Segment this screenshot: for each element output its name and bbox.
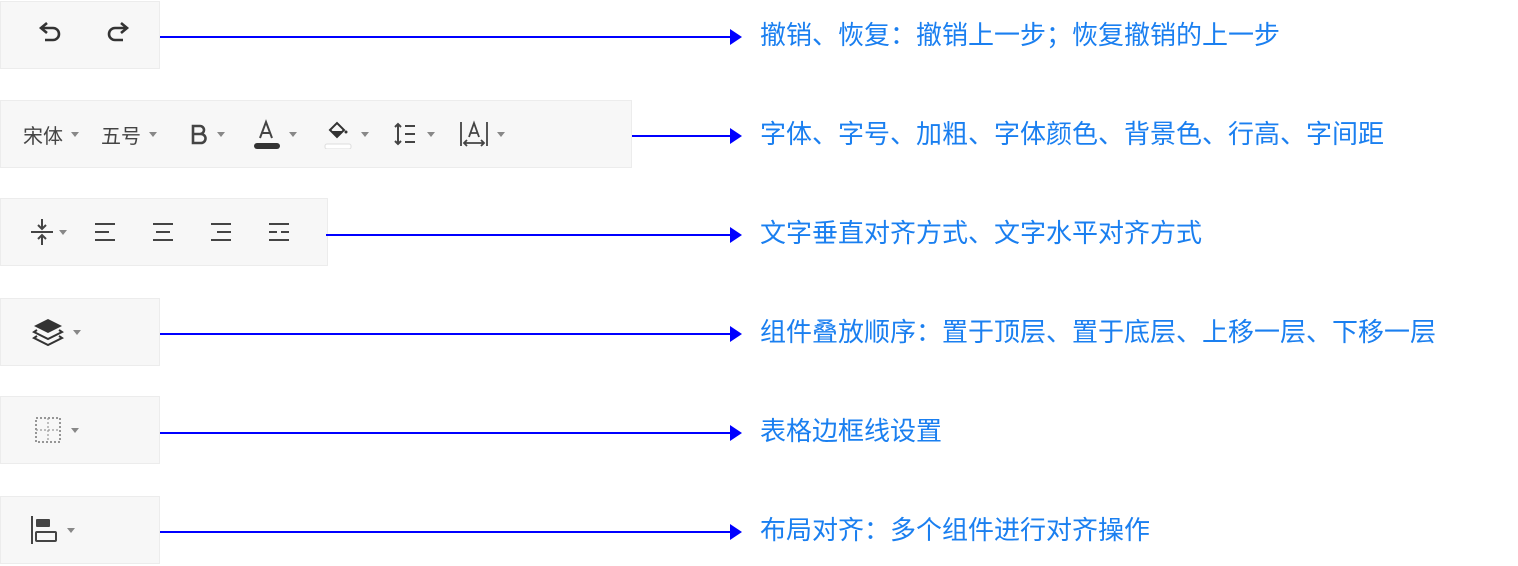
annotation-text-format: 字体、字号、加粗、字体颜色、背景色、行高、字间距 bbox=[760, 120, 1385, 150]
align-right-icon bbox=[211, 223, 231, 241]
chevron-down-icon bbox=[73, 329, 81, 335]
paint-bucket-icon bbox=[324, 121, 352, 149]
chevron-down-icon bbox=[59, 229, 67, 235]
undo-button[interactable] bbox=[27, 15, 73, 55]
line-height-button[interactable] bbox=[385, 114, 443, 154]
chevron-down-icon bbox=[149, 131, 157, 137]
bold-icon bbox=[191, 124, 207, 145]
undo-icon bbox=[38, 22, 61, 42]
chevron-down-icon bbox=[71, 427, 79, 433]
chevron-down-icon bbox=[217, 131, 225, 137]
annotation-layout-align: 布局对齐：多个组件进行对齐操作 bbox=[760, 516, 1151, 546]
arrow-head bbox=[730, 29, 742, 45]
arrow-head bbox=[730, 326, 742, 342]
align-justify-icon bbox=[269, 223, 289, 241]
align-left-layout-icon bbox=[31, 516, 57, 544]
arrow-line bbox=[160, 432, 732, 434]
chevron-down-icon bbox=[497, 131, 505, 137]
font-color-icon bbox=[254, 119, 280, 149]
arrow-line bbox=[160, 333, 732, 335]
annotation-layer-order: 组件叠放顺序：置于顶层、置于底层、上移一层、下移一层 bbox=[760, 318, 1437, 348]
font-size-value: 五号 bbox=[101, 123, 141, 148]
undo-redo-toolbar bbox=[0, 1, 160, 69]
align-center-button[interactable] bbox=[143, 212, 183, 252]
arrow-line bbox=[326, 234, 732, 236]
table-border-icon bbox=[35, 417, 61, 443]
arrow-line bbox=[160, 36, 732, 38]
bold-button[interactable] bbox=[181, 114, 233, 154]
align-left-icon bbox=[95, 223, 115, 241]
arrow-head bbox=[730, 425, 742, 441]
align-center-icon bbox=[153, 223, 173, 241]
redo-icon bbox=[107, 22, 130, 42]
align-right-button[interactable] bbox=[201, 212, 241, 252]
vertical-align-button[interactable] bbox=[21, 212, 75, 252]
letter-spacing-icon bbox=[460, 120, 488, 147]
text-align-toolbar bbox=[0, 198, 328, 266]
font-family-value: 宋体 bbox=[23, 123, 63, 148]
layer-order-toolbar bbox=[0, 298, 160, 366]
layout-align-button[interactable] bbox=[21, 510, 83, 550]
arrow-head bbox=[730, 128, 742, 144]
annotation-undo-redo: 撤销、恢复：撤销上一步；恢复撤销的上一步 bbox=[760, 21, 1281, 51]
chevron-down-icon bbox=[71, 131, 79, 137]
chevron-down-icon bbox=[67, 527, 75, 533]
chevron-down-icon bbox=[361, 131, 369, 137]
align-justify-button[interactable] bbox=[259, 212, 299, 252]
arrow-head bbox=[730, 524, 742, 540]
arrow-line bbox=[632, 135, 732, 137]
layout-align-toolbar bbox=[0, 496, 160, 564]
font-size-select[interactable]: 五号 bbox=[93, 114, 165, 154]
table-border-button[interactable] bbox=[25, 410, 87, 450]
redo-button[interactable] bbox=[95, 15, 141, 55]
annotation-text-align: 文字垂直对齐方式、文字水平对齐方式 bbox=[760, 219, 1203, 249]
background-color-button[interactable] bbox=[315, 114, 377, 154]
letter-spacing-button[interactable] bbox=[451, 114, 513, 154]
layer-order-button[interactable] bbox=[23, 312, 89, 352]
arrow-line bbox=[160, 531, 732, 533]
layers-icon bbox=[32, 319, 64, 347]
align-left-button[interactable] bbox=[85, 212, 125, 252]
arrow-head bbox=[730, 227, 742, 243]
annotation-table-border: 表格边框线设置 bbox=[760, 417, 943, 447]
chevron-down-icon bbox=[289, 131, 297, 137]
line-height-icon bbox=[394, 122, 415, 146]
table-border-toolbar bbox=[0, 396, 160, 464]
font-color-button[interactable] bbox=[243, 114, 305, 154]
font-family-select[interactable]: 宋体 bbox=[15, 114, 87, 154]
chevron-down-icon bbox=[427, 131, 435, 137]
vertical-align-icon bbox=[31, 219, 53, 245]
text-format-toolbar: 宋体 五号 bbox=[0, 100, 632, 168]
